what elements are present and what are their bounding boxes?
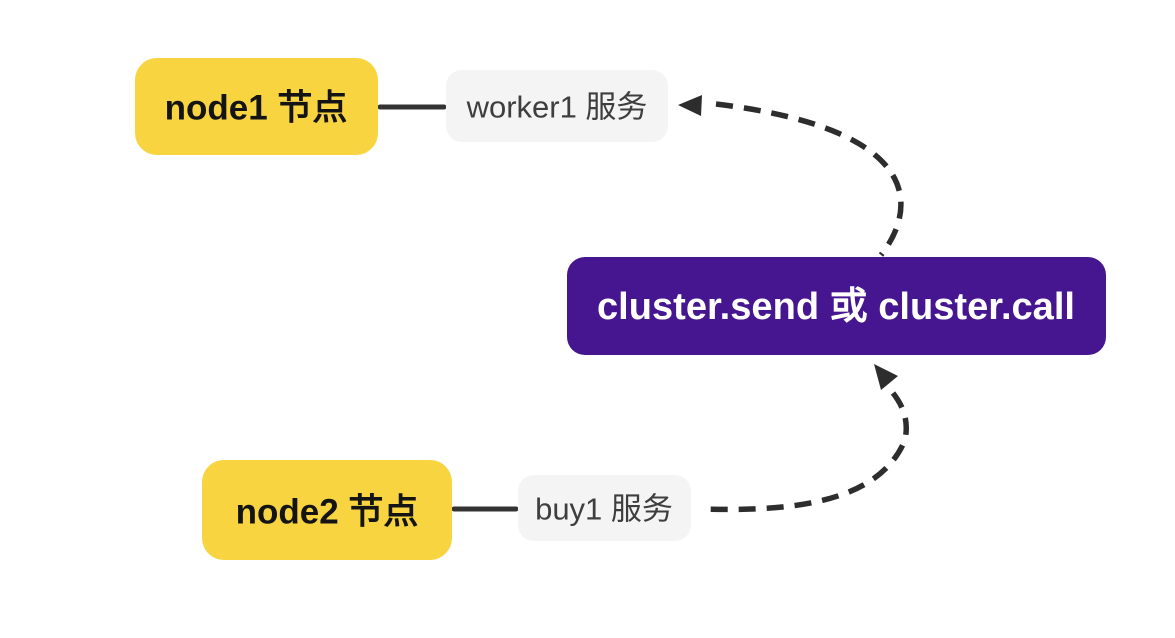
- arrowhead-to-cluster: [874, 364, 898, 390]
- buy1-rect: [518, 475, 691, 541]
- node2-label: node2 节点: [236, 493, 419, 532]
- worker1-rect: [446, 70, 668, 142]
- node2-box: node2 节点: [202, 460, 452, 560]
- dashed-edge-cluster-to-worker1: [715, 101, 904, 257]
- buy1-label: buy1 服务: [535, 492, 673, 527]
- cluster-rect: [567, 257, 1106, 355]
- dashed-edge-buy1-to-cluster: [702, 391, 909, 513]
- node1-rect: [135, 58, 378, 155]
- worker1-box: worker1 服务: [446, 70, 668, 142]
- cluster-box: cluster.send 或 cluster.call: [567, 257, 1106, 355]
- worker1-label: worker1 服务: [466, 90, 648, 125]
- buy1-box: buy1 服务: [518, 475, 691, 541]
- node1-box: node1 节点: [135, 58, 378, 155]
- node1-label: node1 节点: [165, 89, 348, 128]
- node2-rect: [202, 460, 452, 560]
- cluster-label: cluster.send 或 cluster.call: [597, 286, 1075, 328]
- arrowhead-to-worker1: [678, 95, 702, 116]
